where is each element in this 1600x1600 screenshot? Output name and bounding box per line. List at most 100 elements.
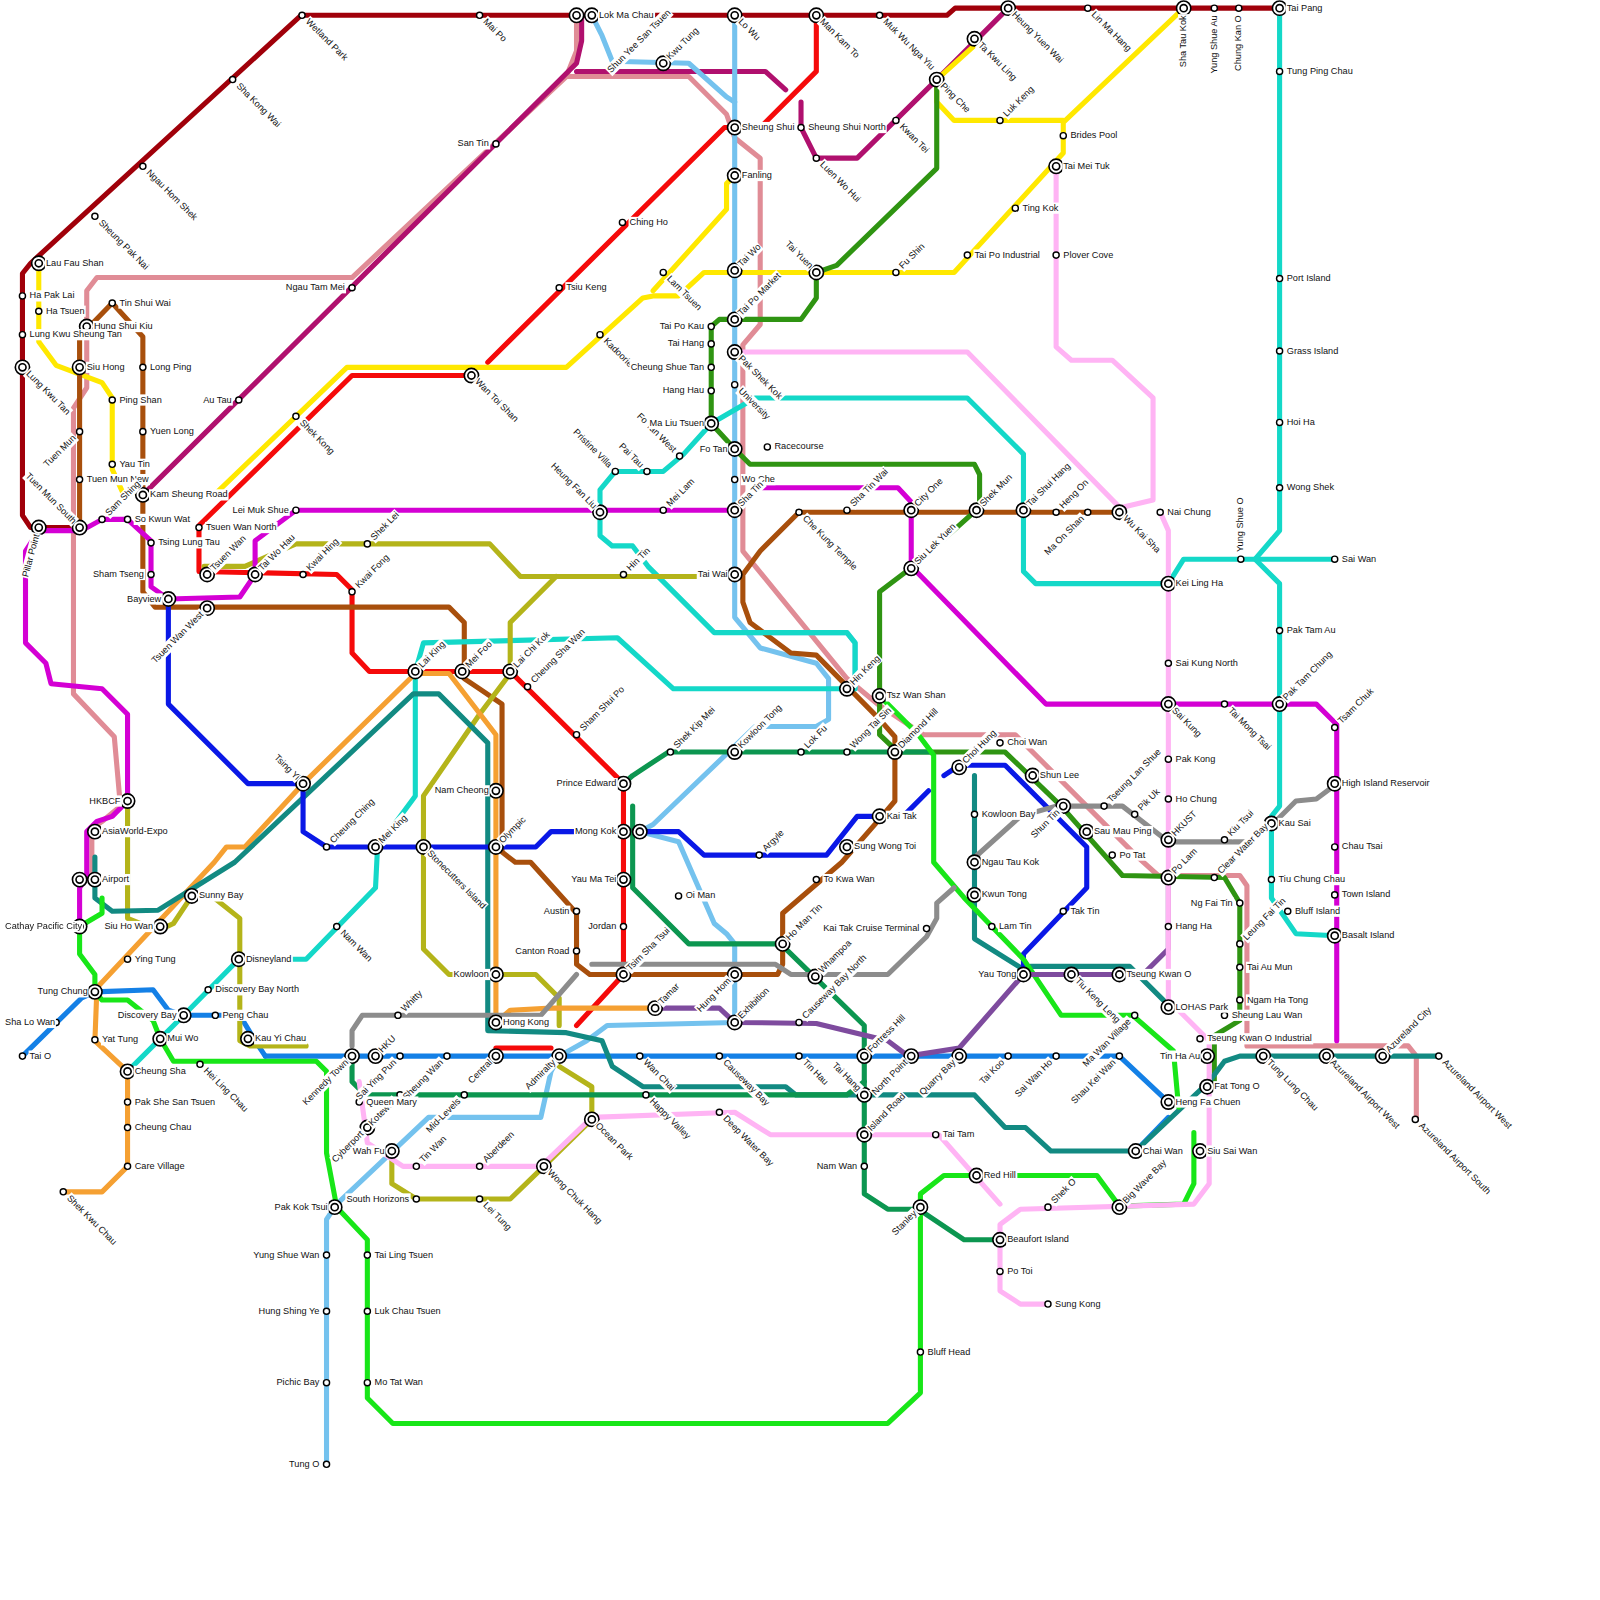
route-line <box>653 176 735 291</box>
station-name: Kau Yi Chau <box>254 1033 307 1044</box>
station-name: Ma On Shan <box>1042 513 1088 559</box>
station-name: Tai Wo Hau <box>255 531 298 574</box>
station-core <box>91 988 98 995</box>
station-ring <box>397 1053 403 1059</box>
station-core <box>348 1053 355 1060</box>
station-ring <box>124 516 130 522</box>
station-marker <box>573 908 579 914</box>
station-marker <box>349 589 355 595</box>
station-core <box>971 35 978 42</box>
station-marker <box>1236 5 1242 11</box>
station-marker <box>633 824 647 838</box>
station-marker <box>153 919 167 933</box>
station-marker <box>893 117 899 123</box>
station-ring <box>917 1349 923 1355</box>
station-name: Bayview <box>126 593 162 604</box>
station-marker <box>877 12 883 18</box>
station-marker <box>660 269 666 275</box>
station-name: Tai Po Kau <box>659 321 705 332</box>
station-name: Kowloon <box>453 969 490 980</box>
station-ring <box>997 117 1003 123</box>
station-marker <box>236 397 242 403</box>
station-core <box>1379 1053 1386 1060</box>
station-ring <box>349 285 355 291</box>
station-core <box>1276 701 1283 708</box>
station-ring <box>1005 1053 1011 1059</box>
route-line <box>592 888 954 975</box>
station-marker <box>177 1008 191 1022</box>
station-core <box>492 843 499 850</box>
station-name: Jordan <box>587 921 617 932</box>
station-ring <box>364 1252 370 1258</box>
station-ring <box>489 1015 503 1029</box>
station-name: Tai Wo <box>735 241 764 270</box>
station-name: Kowloon Tong <box>735 702 785 752</box>
station-name: Au Tau <box>202 394 232 405</box>
station-ring <box>844 749 850 755</box>
station-ring <box>148 571 154 577</box>
station-name: Whitty <box>398 988 425 1015</box>
station-ring <box>364 1308 370 1314</box>
station-name: Ho Man Tin <box>783 901 826 944</box>
route-line <box>623 752 930 784</box>
station-marker <box>676 893 682 899</box>
station-name: Tai Mei Tuk <box>1062 161 1110 172</box>
station-name: Exhibition <box>735 985 773 1023</box>
station-ring <box>124 1163 130 1169</box>
station-ring <box>489 967 503 981</box>
station-ring <box>1161 1095 1175 1109</box>
station-marker <box>677 453 683 459</box>
station-name: Yung Shue Wan <box>252 1249 320 1260</box>
station-marker <box>556 285 562 291</box>
station-name: HKUST <box>1169 808 1200 839</box>
station-name: Fu Shin <box>896 240 928 272</box>
station-ring <box>1085 5 1091 11</box>
station-name: Azureland Airport West <box>1439 1056 1515 1132</box>
station-ring <box>597 332 603 338</box>
station-core <box>973 1172 980 1179</box>
station-marker <box>477 1163 483 1169</box>
station-name: To Kwa Wan <box>822 874 875 885</box>
station-name: Hung Hom <box>694 975 734 1015</box>
station-ring <box>323 1252 329 1258</box>
station-marker <box>997 740 1003 746</box>
station-name: Luk Chau Tsuen <box>373 1306 441 1317</box>
station-name: Chau Tsai <box>1341 841 1384 852</box>
station-name: San Tin <box>457 138 490 149</box>
station-marker <box>205 987 211 993</box>
station-ring <box>933 1132 939 1138</box>
station-ring <box>323 1308 329 1314</box>
station-name: Tai Hang <box>829 1060 864 1095</box>
station-ring <box>477 12 483 18</box>
station-ring <box>461 1092 467 1098</box>
station-marker <box>60 1189 66 1195</box>
station-ring <box>1045 1204 1051 1210</box>
station-name: Kau Sai <box>1278 818 1312 829</box>
station-marker <box>323 1308 329 1314</box>
station-name: Tai Yuen <box>782 238 816 272</box>
station-ring <box>1049 159 1063 173</box>
station-core <box>660 60 667 67</box>
station-core <box>573 12 580 19</box>
route-line <box>1000 512 1209 1304</box>
station-ring <box>72 872 86 886</box>
station-name: Tsim Sha Tsui <box>624 925 673 974</box>
station-core <box>620 828 627 835</box>
station-ring <box>1237 900 1243 906</box>
station-ring <box>1085 509 1091 515</box>
station-ring <box>109 300 115 306</box>
station-ring <box>1101 803 1107 809</box>
station-marker <box>241 1032 255 1046</box>
station-marker <box>461 1092 467 1098</box>
station-ring <box>1161 577 1175 591</box>
station-name: Basalt Island <box>1341 930 1396 941</box>
station-ring <box>413 1163 419 1169</box>
station-name: Wong Tai Sin <box>847 704 894 751</box>
station-name: Sham Shui Po <box>577 683 628 734</box>
station-marker <box>1211 5 1217 11</box>
station-ring <box>489 784 503 798</box>
station-marker <box>364 1308 370 1314</box>
station-marker <box>444 1053 450 1059</box>
station-core <box>731 316 738 323</box>
station-name: LOHAS Park <box>1174 1002 1229 1013</box>
